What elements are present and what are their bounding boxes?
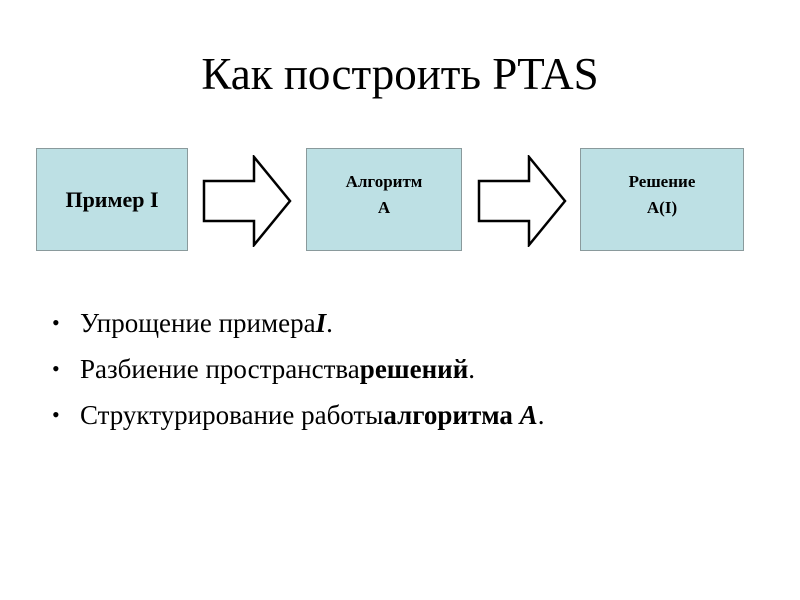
bullet-emphasis: I: [315, 307, 327, 338]
right-arrow-icon: [477, 155, 567, 247]
bullet-text: Разбиение пространства: [80, 353, 360, 384]
bullet-list: •Упрощение примера I. •Разбиение простра…: [52, 300, 544, 438]
box-instance: Пример I: [36, 148, 188, 251]
right-arrow-icon: [202, 155, 292, 247]
bullet-end: .: [326, 307, 333, 338]
box-algorithm-line2: A: [377, 198, 391, 217]
slide-title: Как построить PTAS: [201, 49, 599, 99]
box-solution-line2: A(I): [646, 198, 678, 217]
bullet-end: .: [468, 353, 475, 384]
bullet-end: .: [537, 399, 545, 430]
box-solution-line1: Решение: [628, 172, 696, 191]
box-instance-label: Пример I: [65, 186, 159, 212]
bullet-item: •Упрощение примера I.: [52, 307, 333, 338]
bullet-emphasis: решений: [359, 353, 469, 384]
bullet-text: Структурирование работы: [80, 399, 384, 430]
bullet-emphasis: алгоритма A: [383, 399, 538, 430]
bullet-item: •Структурирование работы алгоритма A.: [52, 399, 545, 430]
box-algorithm-line1: Алгоритм: [345, 172, 423, 191]
bullet-emphasis-italic: A: [519, 399, 538, 430]
bullet-item: •Разбиение пространства решений.: [52, 353, 475, 384]
bullet-text: Упрощение примера: [80, 307, 316, 338]
